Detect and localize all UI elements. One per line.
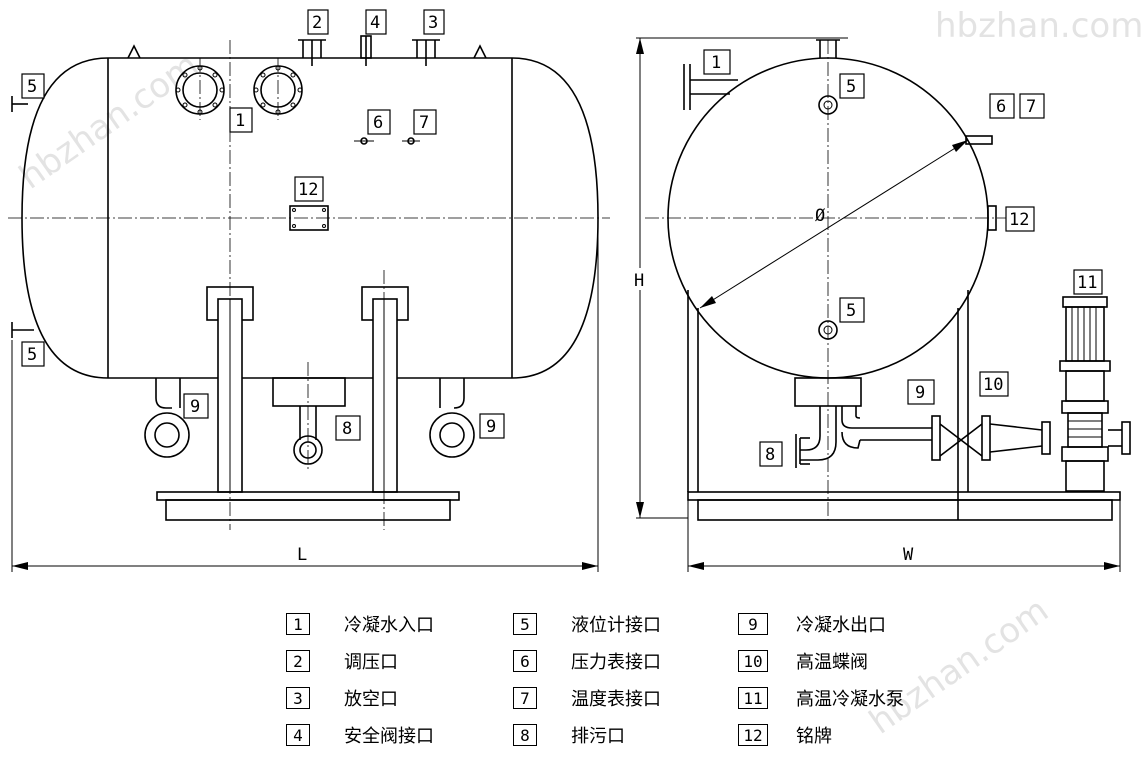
callout-1-front: 1 [229,107,253,133]
svg-text:12: 12 [298,180,318,200]
svg-text:3: 3 [428,13,438,33]
lifting-lug-left [127,44,141,59]
svg-text:5: 5 [846,77,856,97]
callout-12-front: 12 [294,176,324,202]
callout-8-side: 8 [759,441,783,467]
drain-sump-side [794,377,862,468]
outlet-pipe-side [841,406,932,449]
saddle-left [206,286,254,493]
callout-6-front: 6 [367,109,391,135]
support-legs-side [687,290,969,492]
level-port-side-top [818,95,838,115]
butterfly-valve [931,415,991,461]
level-port-front-bottom [11,322,34,338]
watermark-left: hbzhan.com [12,45,206,197]
svg-text:Ø: Ø [815,206,825,226]
watermark-top: hbzhan.com [935,6,1143,46]
callout-9-front-left: 9 [183,393,209,419]
svg-text:5: 5 [27,345,37,365]
callout-11-side: 11 [1073,269,1103,295]
svg-text:11: 11 [1077,273,1097,293]
svg-text:5: 5 [846,301,856,321]
inlet-flange-right [253,65,303,115]
dimension-length: L [11,230,599,572]
callout-6-side: 6 [989,93,1015,119]
callout-5-front-top: 5 [21,73,45,99]
svg-text:2: 2 [312,13,322,33]
saddle-right [361,286,409,493]
callout-4: 4 [365,9,387,35]
side-view: Ø [630,37,1131,572]
callout-5-front-bottom: 5 [21,341,45,367]
callout-1-side: 1 [703,49,731,75]
front-view: L [8,35,610,572]
outlet-left [144,378,190,458]
svg-text:W: W [903,545,914,565]
svg-text:8: 8 [342,419,352,439]
svg-text:7: 7 [419,113,429,133]
callout-12-side: 12 [1005,206,1035,232]
callout-9-side: 9 [907,379,935,405]
svg-text:8: 8 [765,445,775,465]
nozzle-3 [412,39,440,66]
callout-8-front: 8 [335,415,361,441]
svg-text:6: 6 [373,113,383,133]
outlet-right [429,378,475,458]
lifting-lug-right [473,44,487,59]
base-frame-front [156,491,460,521]
callout-7-side: 7 [1019,93,1045,119]
callout-7-front: 7 [413,109,437,135]
callout-9-front-right: 9 [479,413,505,439]
dimension-width: W [687,500,1121,572]
inlet-flange-left [175,65,225,115]
base-frame-side [687,491,1121,521]
watermark-bottom: hbzhan.com [862,590,1056,742]
svg-text:6: 6 [996,97,1006,117]
level-port-side-bottom [818,320,838,340]
level-port-front-top [11,96,28,112]
callout-3: 3 [423,9,445,35]
callout-2: 2 [307,9,329,35]
gauge-nozzle-side [965,135,993,145]
vessel-front [21,57,599,379]
svg-text:7: 7 [1026,97,1036,117]
nameplate-front [289,205,329,231]
callout-5-side-bottom: 5 [839,297,865,323]
inlet-side [683,64,738,110]
nozzle-4 [360,35,372,66]
svg-text:9: 9 [486,417,496,437]
nozzle-2 [298,39,326,66]
dimension-diameter: Ø [699,139,969,309]
svg-text:9: 9 [915,383,925,403]
reducer-side [989,421,1051,455]
svg-text:9: 9 [190,397,200,417]
svg-text:H: H [634,271,644,291]
dimension-height: H [630,37,848,519]
svg-text:L: L [297,545,307,565]
nameplate-side [987,205,997,231]
condensate-pump [1059,296,1131,492]
callout-5-side-top: 5 [839,73,865,99]
svg-text:1: 1 [235,111,245,131]
svg-text:1: 1 [711,53,721,73]
svg-text:5: 5 [27,77,37,97]
top-nozzle-side [816,39,840,58]
svg-text:10: 10 [983,375,1003,395]
callout-10-side: 10 [979,371,1009,397]
svg-text:12: 12 [1009,210,1029,230]
drain-sump-front [272,377,346,465]
gauge-ports-front [354,137,420,145]
svg-text:4: 4 [370,13,380,33]
